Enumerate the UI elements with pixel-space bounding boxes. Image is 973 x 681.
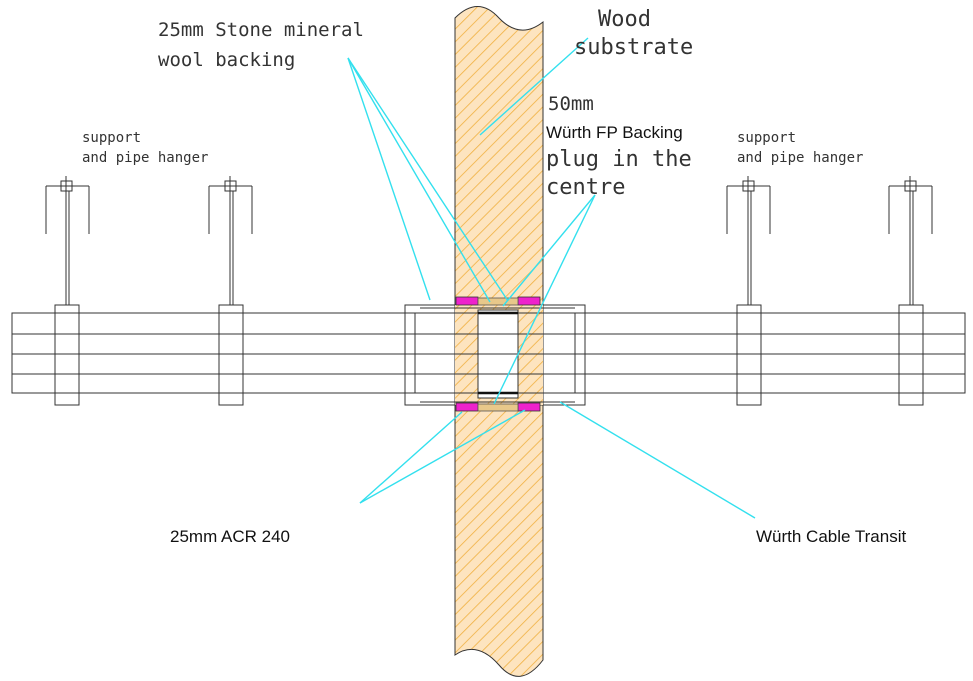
fp-name-label: Würth FP Backing (546, 123, 683, 142)
seal-blocks (455, 296, 541, 412)
fp-size-label: 50mm (548, 93, 594, 115)
acr-label: 25mm ACR 240 (170, 527, 290, 546)
stone-wool-label-line2: wool backing (158, 49, 295, 71)
hanger-3 (726, 176, 771, 305)
support-left-line1: support (82, 130, 141, 146)
hanger-2 (208, 176, 253, 305)
stone-wool-label-line1: 25mm Stone mineral (158, 19, 364, 41)
support-right-line1: support (737, 130, 796, 146)
hanger-1 (45, 176, 90, 305)
pipe-hangers (45, 176, 933, 305)
support-left-line2: and pipe hanger (82, 150, 208, 166)
fp-backing-plug (477, 309, 519, 399)
fp-desc-line2: centre (546, 175, 625, 200)
cable-transit-label: Würth Cable Transit (756, 527, 906, 546)
support-right-line2: and pipe hanger (737, 150, 863, 166)
fp-desc-line1: plug in the (546, 147, 692, 172)
tray-clamps (54, 304, 924, 406)
wood-label-line1: Wood (598, 7, 651, 32)
hanger-4 (888, 176, 933, 305)
wood-label-line2: substrate (574, 35, 693, 60)
leader-lines (347, 37, 756, 519)
labels: 25mm Stone mineral wool backing Wood sub… (82, 7, 906, 546)
